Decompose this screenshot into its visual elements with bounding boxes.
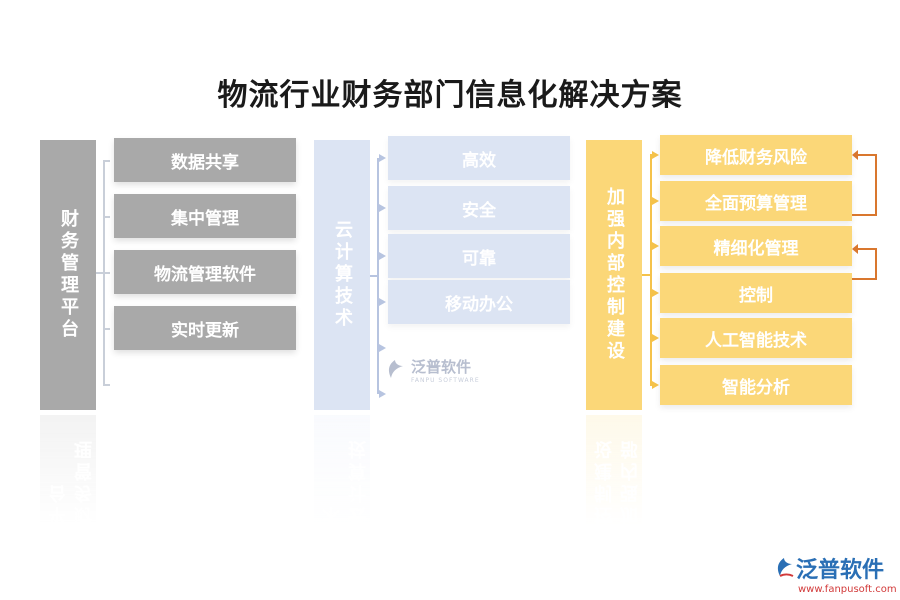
item-control: 控制 xyxy=(660,273,852,313)
arrow-icon xyxy=(379,204,386,212)
arrow-icon xyxy=(379,344,386,352)
column-reflection: 加强内部控制建设 xyxy=(586,415,642,525)
arrow-icon xyxy=(652,151,659,159)
item-realtime-update: 实时更新 xyxy=(114,306,296,350)
bracket-line xyxy=(377,158,379,394)
item-reduce-financial-risk: 降低财务风险 xyxy=(660,135,852,175)
item-full-budget-management: 全面预算管理 xyxy=(660,181,852,221)
item-centralized-management: 集中管理 xyxy=(114,194,296,238)
brand-logo: 泛普软件 www.fanpusoft.com xyxy=(772,552,897,595)
diagram-title: 物流行业财务部门信息化解决方案 xyxy=(217,78,683,113)
column-header-cloud-computing: 云计算技术 xyxy=(314,140,370,410)
item-reliable: 可靠 xyxy=(388,234,570,278)
arrow-icon xyxy=(379,298,386,306)
item-logistics-software: 物流管理软件 xyxy=(114,250,296,294)
fanpu-logo-icon xyxy=(777,558,794,577)
column-header-finance-platform: 财务管理平台 xyxy=(40,140,96,410)
connector xyxy=(370,275,378,277)
column-reflection: 云计算技术 xyxy=(314,415,370,525)
arrow-icon xyxy=(379,154,386,162)
connector xyxy=(104,216,110,218)
item-refined-management: 精细化管理 xyxy=(660,226,852,266)
connector xyxy=(104,384,110,386)
column-header-internal-control: 加强内部控制建设 xyxy=(586,140,642,410)
connector xyxy=(104,160,110,162)
fanpu-logo-icon xyxy=(388,360,403,378)
connector xyxy=(104,272,110,274)
arrow-icon xyxy=(379,252,386,260)
arrow-icon xyxy=(652,289,659,297)
column-reflection: 财务管理平台 xyxy=(40,415,96,525)
item-mobile-office: 移动办公 xyxy=(388,280,570,324)
feedback-arrows xyxy=(852,150,877,280)
item-intelligent-analysis: 智能分析 xyxy=(660,365,852,405)
arrow-icon xyxy=(652,197,659,205)
item-data-sharing: 数据共享 xyxy=(114,138,296,182)
watermark: 泛普软件 FANPU SOFTWARE xyxy=(383,356,480,384)
connector xyxy=(642,274,651,276)
connector xyxy=(104,328,110,330)
item-efficient: 高效 xyxy=(388,136,570,180)
arrow-icon xyxy=(652,334,659,342)
item-secure: 安全 xyxy=(388,186,570,230)
item-ai-technology: 人工智能技术 xyxy=(660,318,852,358)
arrow-icon xyxy=(652,242,659,250)
arrow-icon xyxy=(379,390,386,398)
connector xyxy=(96,272,104,274)
arrow-icon xyxy=(652,381,659,389)
bracket-line xyxy=(650,154,652,386)
